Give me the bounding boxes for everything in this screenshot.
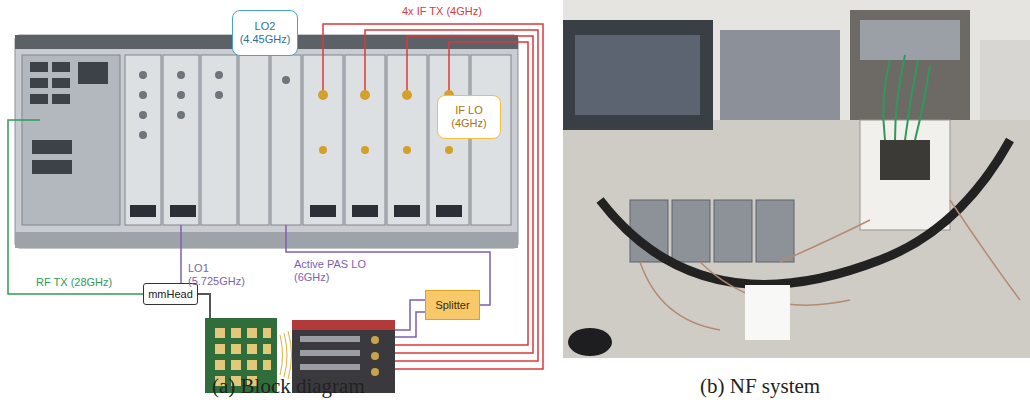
box-text: IF LO (4GHz): [441, 104, 497, 130]
figure-caption: (b) NF system: [700, 374, 820, 399]
annotation-box: LO2 (4.45GHz): [232, 10, 298, 56]
box-text: LO2 (4.45GHz): [236, 20, 294, 46]
signal-label: Active PAS LO (6GHz): [294, 258, 384, 284]
annotation-box: IF LO (4GHz): [437, 95, 501, 139]
signal-label: RF TX (28GHz): [36, 276, 112, 289]
figure-caption: (a) Block diagram: [212, 374, 365, 399]
splitter-box: Splitter: [425, 290, 480, 320]
box-text: mmHead: [148, 288, 193, 301]
signal-label: LO1 (5.725GHz): [188, 262, 248, 288]
signal-label: 4x IF TX (4GHz): [402, 5, 482, 18]
box-text: Splitter: [435, 299, 469, 312]
